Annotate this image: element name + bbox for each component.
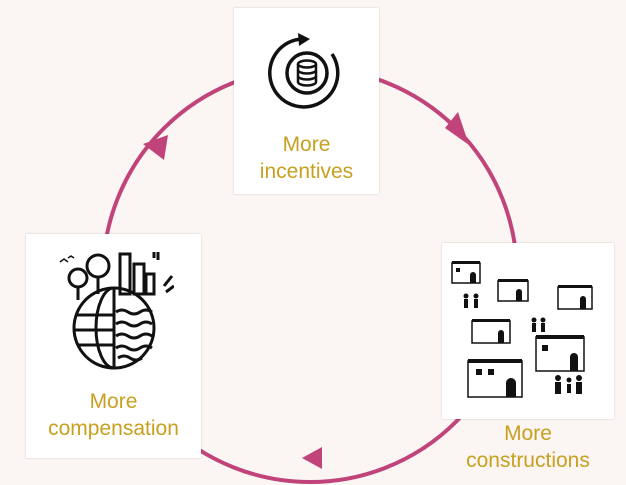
arrow-head-top-left [143, 135, 168, 160]
node-compensation: More compensation [26, 234, 201, 458]
label-constructions-line1: More [504, 422, 552, 445]
arrow-head-bottom [302, 447, 322, 469]
label-incentives-line1: More [282, 133, 331, 156]
label-constructions-line2: constructions [466, 449, 590, 472]
node-incentives: More incentives [234, 8, 379, 194]
arrow-head-top-right [445, 112, 469, 145]
label-incentives-line2: incentives [259, 160, 354, 183]
globe-nature-city-icon [59, 252, 174, 370]
village-houses-people-icon [451, 261, 593, 398]
label-compensation-line1: More [89, 390, 138, 413]
coin-stack-cycle-icon [268, 33, 340, 109]
label-compensation-line2: compensation [48, 417, 179, 440]
node-constructions [442, 243, 614, 419]
